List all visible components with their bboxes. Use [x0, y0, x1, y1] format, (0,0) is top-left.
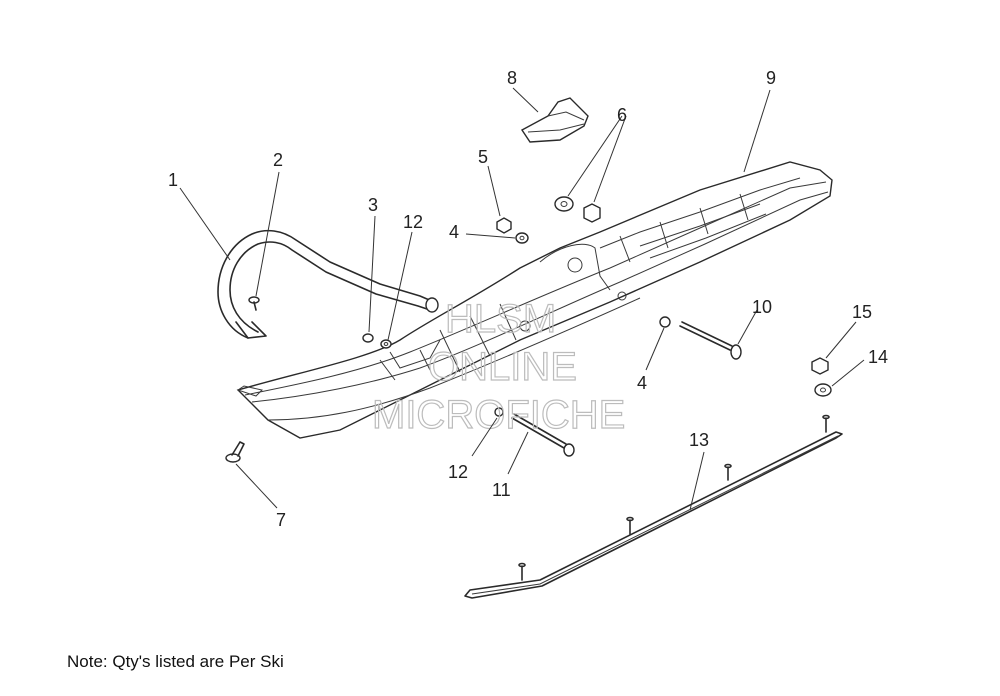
- washer-part-12-upper: [380, 339, 392, 349]
- callout-14: 14: [868, 347, 888, 367]
- washer-part-4-lower: [659, 316, 671, 328]
- nut-part-15: [811, 357, 829, 375]
- qty-note: Note: Qty's listed are Per Ski: [67, 652, 284, 671]
- watermark-line-3: MICROFICHE: [372, 393, 625, 437]
- nut-part-5: [496, 217, 512, 234]
- nut-part-3: [362, 333, 374, 343]
- callout-12-upper: 12: [403, 212, 423, 232]
- callout-3: 3: [368, 195, 378, 215]
- callout-12-lower: 12: [448, 462, 468, 482]
- callout-4-lower: 4: [637, 373, 647, 393]
- washer-part-4-upper: [515, 232, 529, 244]
- callout-6: 6: [617, 105, 627, 125]
- callout-2: 2: [273, 150, 283, 170]
- wear-bar-part-13: [464, 414, 843, 599]
- callout-10: 10: [752, 297, 772, 317]
- watermark-line-1: HLSM: [445, 297, 556, 341]
- callout-5: 5: [478, 147, 488, 167]
- callout-1: 1: [168, 170, 178, 190]
- bolt-part-2: [248, 296, 260, 311]
- callout-11: 11: [492, 480, 511, 500]
- callout-7: 7: [276, 510, 286, 530]
- callout-13: 13: [689, 430, 709, 450]
- washer-part-12-lower: [494, 407, 504, 417]
- callout-4-upper: 4: [449, 222, 459, 242]
- washers-part-6: [554, 196, 601, 223]
- bolt-part-10: [679, 321, 742, 360]
- ski-loop-part-1: [217, 229, 439, 339]
- saddle-part-8: [520, 97, 589, 143]
- watermark-line-2: ONLINE: [428, 345, 577, 389]
- callout-9: 9: [766, 68, 776, 88]
- watermark: HLSM ONLINE MICROFICHE: [371, 296, 626, 437]
- ski-body-part-9: [236, 161, 833, 439]
- leader-lines: [179, 87, 865, 511]
- bolt-part-11: [511, 413, 575, 457]
- washer-part-14: [814, 383, 832, 397]
- callout-numbers: 1 2 3 12 4 5 6 8 9 10 15 14 4 13 12 11 7: [168, 68, 888, 530]
- callout-15: 15: [852, 302, 872, 322]
- callout-8: 8: [507, 68, 517, 88]
- bolt-part-7: [225, 441, 245, 463]
